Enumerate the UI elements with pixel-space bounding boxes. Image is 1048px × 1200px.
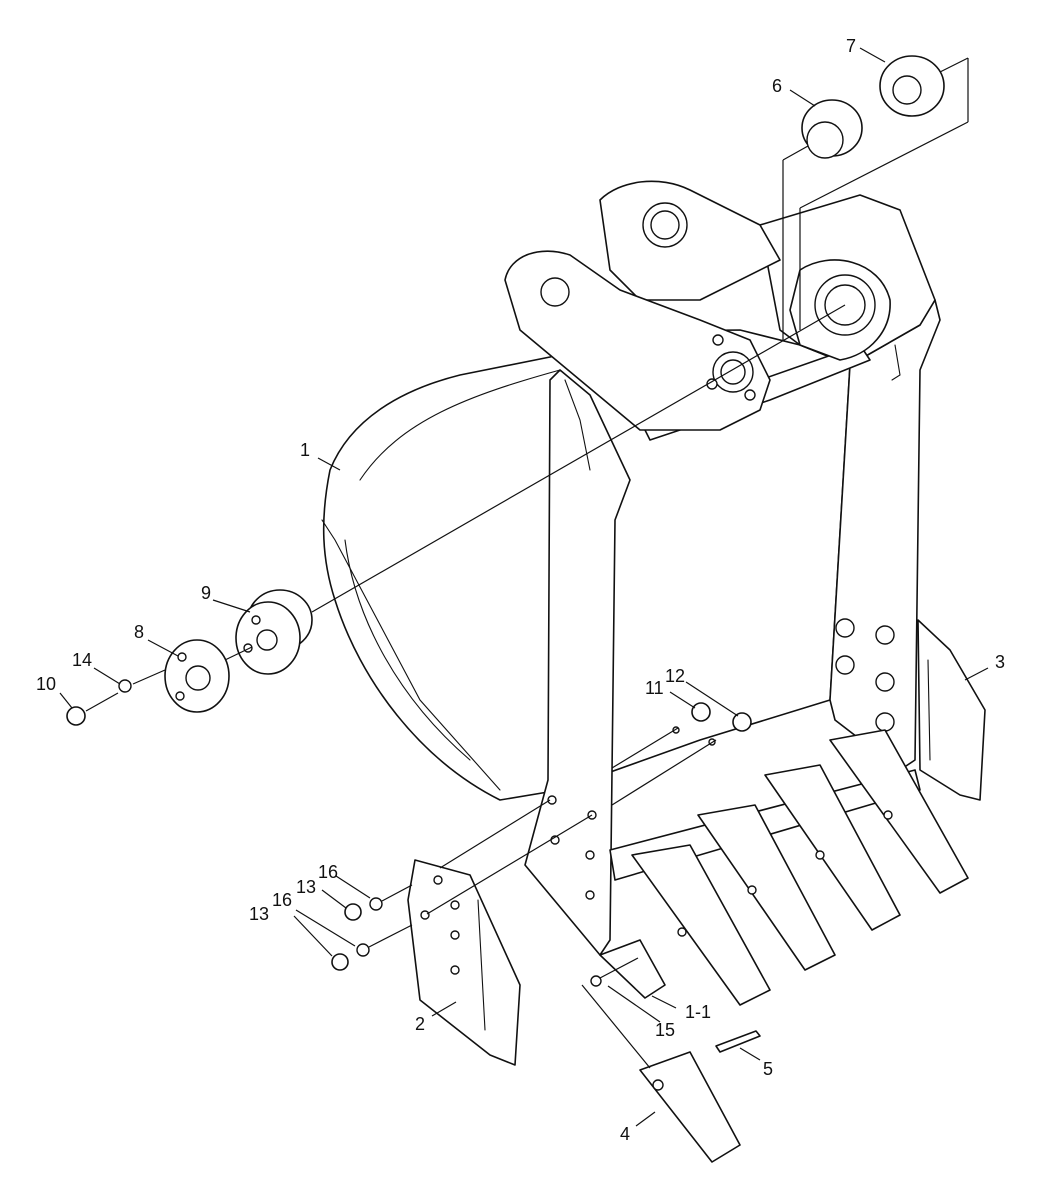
bolt-10 (66, 706, 86, 726)
callout-6: 6 (772, 76, 782, 96)
washer-14 (118, 679, 132, 693)
callout-15: 15 (655, 1020, 675, 1040)
callout-5: 5 (763, 1059, 773, 1079)
side-nuts (835, 618, 895, 732)
callout-16-lower: 16 (272, 890, 292, 910)
callout-12: 12 (665, 666, 685, 686)
teeth-row (599, 729, 969, 1006)
bushing-6 (801, 99, 863, 159)
callout-9: 9 (201, 583, 211, 603)
callout-14: 14 (72, 650, 92, 670)
nuts-13 (331, 903, 362, 971)
callout-leaders (59, 47, 989, 1127)
callout-1-1: 1-1 (685, 1002, 711, 1022)
bushing-7 (879, 55, 945, 117)
assembly-lines (85, 57, 969, 1069)
tooth-4 (639, 1051, 741, 1163)
plate-8 (164, 639, 230, 713)
callout-16-upper: 16 (318, 862, 338, 882)
callout-10: 10 (36, 674, 56, 694)
callout-4: 4 (620, 1124, 630, 1144)
pin-5 (715, 1030, 761, 1053)
callout-13-upper: 13 (296, 877, 316, 897)
callout-3: 3 (995, 652, 1005, 672)
callout-2: 2 (415, 1014, 425, 1034)
bolt-11 (672, 702, 711, 734)
washer-15 (590, 975, 602, 987)
side-cutter-right (917, 619, 986, 801)
callout-13-lower: 13 (249, 904, 269, 924)
callout-7: 7 (846, 36, 856, 56)
callout-8: 8 (134, 622, 144, 642)
callout-11: 11 (645, 678, 664, 698)
side-cutter-left (407, 859, 521, 1066)
callout-labels: 1 1-1 2 3 4 5 6 7 8 9 10 11 12 13 13 14 … (36, 36, 1005, 1144)
washers-16 (356, 897, 383, 957)
nut-12 (708, 712, 752, 746)
bucket-body (321, 180, 941, 956)
spacer-9 (235, 589, 313, 675)
callout-1: 1 (300, 440, 310, 460)
